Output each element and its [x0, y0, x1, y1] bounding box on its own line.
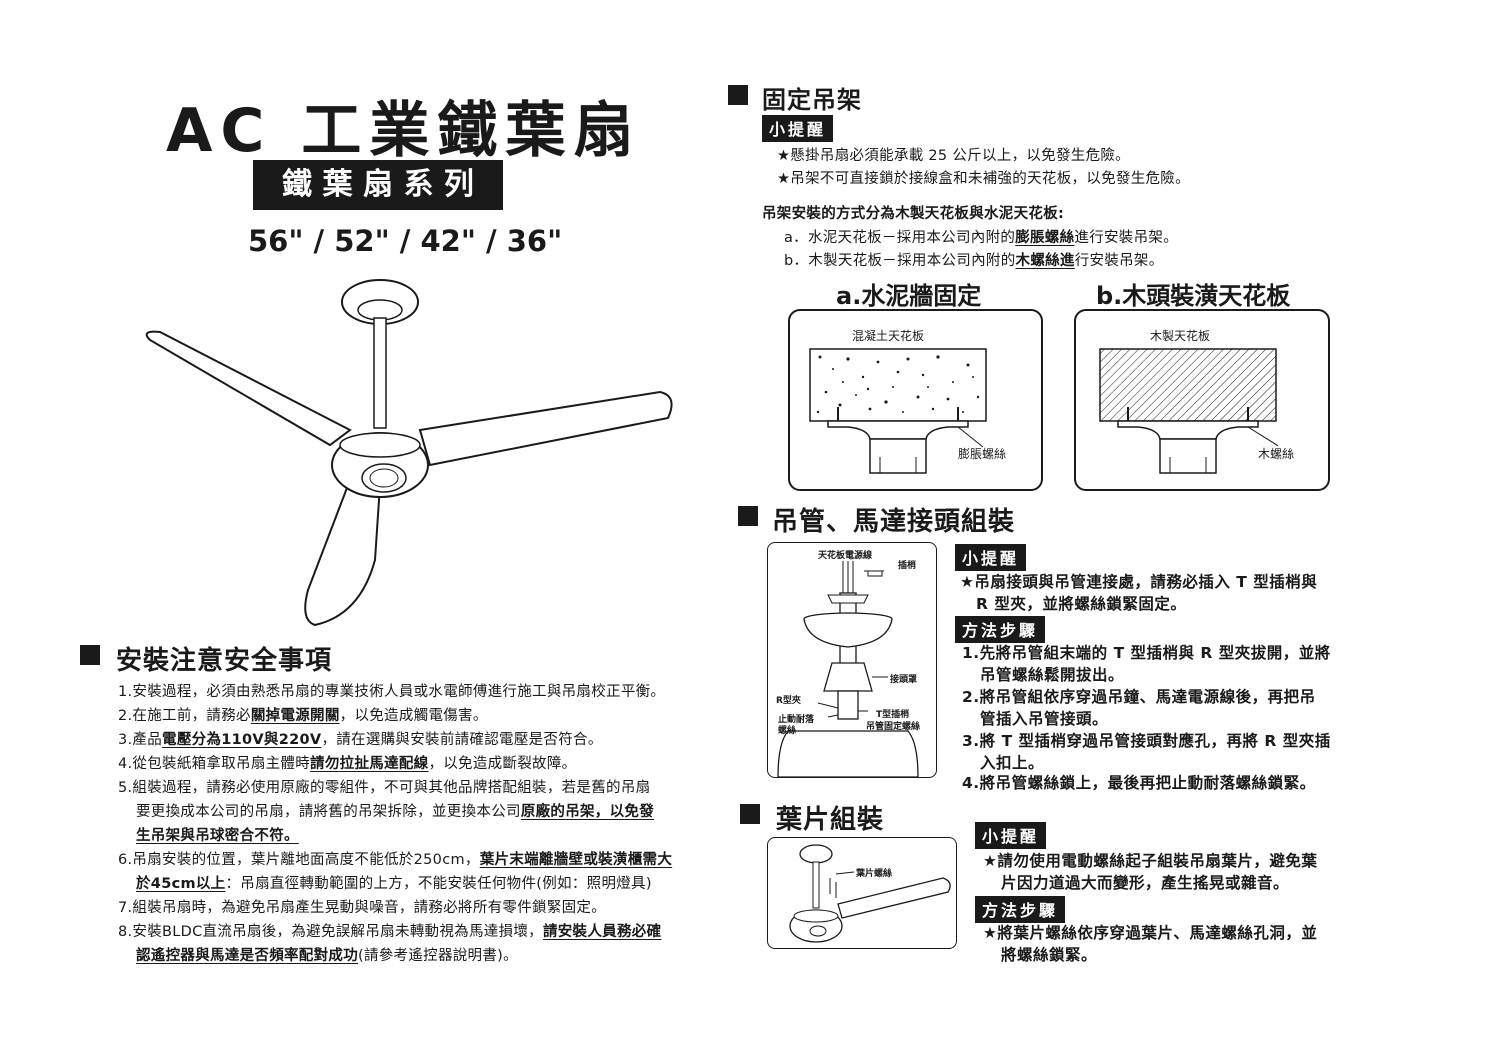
bracket-method-a: a．水泥天花板－採用本公司內附的膨脹螺絲進行安裝吊架。	[784, 230, 1178, 246]
series-banner: 鐵 葉 扇 系 列	[253, 160, 503, 210]
expansion-screw-label: 膨脹螺絲	[958, 447, 1007, 461]
safety-item-5: 5.組裝過程，請務必使用原廠的零組件，不可與其他品牌搭配組裝，若是舊的吊扇	[118, 780, 651, 796]
safety-item-3: 3.產品電壓分為110V與220V，請在選購與安裝前請確認電壓是否符合。	[118, 732, 603, 748]
bracket-method-title: 吊架安裝的方式分為木製天花板與水泥天花板:	[762, 206, 1065, 222]
wood-ceiling-label: 木製天花板	[1150, 329, 1211, 343]
safety-item-6-cont: 於45cm以上：吊扇直徑轉動範圍的上方，不能安裝任何物件(例如：照明燈具)	[136, 876, 652, 892]
bracket-tip-label: 小提醒	[762, 115, 834, 142]
safety-item-7: 7.組裝吊扇時，為避免吊扇產生晃動與噪音，請務必將所有零件鎖緊固定。	[118, 900, 607, 916]
pipe-tip-line-2: R 型夾，並將螺絲鎖緊固定。	[976, 595, 1187, 613]
pipe-method-label: 方法步驟	[955, 616, 1046, 643]
blade-tip-line-1: ★請勿使用電動螺絲起子組裝吊扇葉片，避免葉	[983, 852, 1318, 870]
safety-item-8-cont: 認遙控器與馬達是否頻率配對成功(請參考遙控器說明書)。	[136, 948, 518, 964]
ceiling-fan-illustration	[145, 279, 673, 627]
wood-bracket-drawing	[1099, 348, 1278, 474]
blade-assembly-figure: 葉片螺絲	[767, 837, 957, 949]
section-marker	[728, 85, 748, 105]
pipe-step-2-cont: 管插入吊管接頭。	[980, 710, 1109, 728]
figure-a-title: a.水泥牆固定	[836, 282, 982, 310]
blade-step-line-2: 將螺絲鎖緊。	[1001, 946, 1098, 964]
pipe-step-1: 1.先將吊管組末端的 T 型插梢與 R 型夾拔開，並將	[962, 644, 1331, 662]
concrete-ceiling-label: 混凝土天花板	[852, 329, 925, 343]
pipe-screw-label: 吊管固定螺絲	[866, 722, 921, 732]
figure-a-concrete-ceiling: 混凝土天花板 膨脹螺絲	[788, 309, 1043, 491]
safety-item-5-cont2: 生吊架與吊球密合不符。	[136, 828, 299, 844]
safety-item-6: 6.吊扇安裝的位置，葉片離地面高度不能低於250cm，葉片末端離牆壁或裝潢櫃需大	[118, 852, 673, 868]
safety-item-8: 8.安裝BLDC直流吊扇後，為避免誤解吊扇未轉動視為馬達損壞，請安裝人員務必確	[118, 924, 662, 940]
bracket-tip-2: ★吊架不可直接鎖於接線盒和未補強的天花板，以免發生危險。	[777, 171, 1190, 187]
pipe-tip-line-1: ★吊扇接頭與吊管連接處，請務必插入 T 型插梢與	[960, 573, 1318, 591]
figure-b-wood-ceiling: 木製天花板 木螺絲	[1074, 309, 1330, 491]
blade-heading: 葉片組裝	[776, 805, 885, 835]
ceiling-wire-label: 天花板電源線	[818, 551, 873, 561]
pipe-heading: 吊管、馬達接頭組裝	[772, 507, 1016, 537]
safety-item-4: 4.從包裝紙箱拿取吊扇主體時請勿拉扯馬達配線，以免造成斷裂故障。	[118, 756, 577, 772]
bracket-heading: 固定吊架	[762, 86, 862, 114]
pipe-tip-label: 小提醒	[955, 544, 1027, 571]
safety-heading: 安裝注意安全事項	[116, 646, 333, 676]
bracket-method-b: b．木製天花板－採用本公司內附的木螺絲進行安裝吊架。	[784, 253, 1164, 269]
t-pin-label: T型插梢	[876, 710, 910, 720]
blade-method-label: 方法步驟	[975, 896, 1066, 923]
pipe-step-3-cont: 入扣上。	[980, 754, 1045, 772]
safety-item-1: 1.安裝過程，必須由熟悉吊扇的專業技術人員或水電師傅進行施工與吊扇校正平衡。	[118, 684, 666, 700]
pipe-step-4: 4.將吊管螺絲鎖上，最後再把止動耐落螺絲鎖緊。	[962, 774, 1316, 792]
section-marker	[80, 645, 100, 665]
blade-tip-label: 小提醒	[975, 822, 1047, 849]
blade-step-line-1: ★將葉片螺絲依序穿過葉片、馬達螺絲孔洞，並	[983, 924, 1318, 942]
lock-screw-label: 止動耐落	[778, 715, 815, 725]
section-marker	[740, 804, 760, 824]
pipe-step-2: 2.將吊管組依序穿過吊鐘、馬達電源線後，再把吊	[962, 688, 1316, 706]
safety-item-5-cont: 要更換成本公司的吊扇，請將舊的吊架拆除，並更換本公司原廠的吊架，以免發	[136, 804, 655, 820]
wood-screw-label: 木螺絲	[1258, 447, 1295, 461]
pipe-step-1-cont: 吊管螺絲鬆開拔出。	[980, 666, 1125, 684]
blade-screw-label: 葉片螺絲	[856, 869, 893, 879]
r-clip-label: R型夾	[776, 696, 801, 706]
page-title: AC 工業鐵葉扇	[166, 96, 642, 166]
lock-screw-label-2: 螺絲	[778, 726, 797, 736]
pipe-assembly-figure: 天花板電源線 插梢 接頭罩 R型夾 止動耐落 螺絲 T型插梢 吊管固定螺絲	[767, 542, 937, 778]
safety-item-2: 2.在施工前，請務必關掉電源開關，以免造成觸電傷害。	[118, 708, 488, 724]
pin-label: 插梢	[898, 561, 917, 571]
model-sizes: 56" / 52" / 42" / 36"	[248, 224, 563, 258]
pipe-step-3: 3.將 T 型插梢穿過吊管接頭對應孔，再將 R 型夾插	[962, 732, 1331, 750]
section-marker	[738, 506, 758, 526]
bracket-tip-1: ★懸掛吊扇必須能承載 25 公斤以上，以免發生危險。	[777, 148, 1130, 164]
blade-tip-line-2: 片因力道過大而變形，產生搖晃或雜音。	[1001, 874, 1290, 892]
figure-b-title: b.木頭裝潢天花板	[1096, 282, 1291, 310]
joint-cover-label: 接頭罩	[890, 675, 918, 685]
concrete-bracket-drawing	[809, 348, 987, 474]
